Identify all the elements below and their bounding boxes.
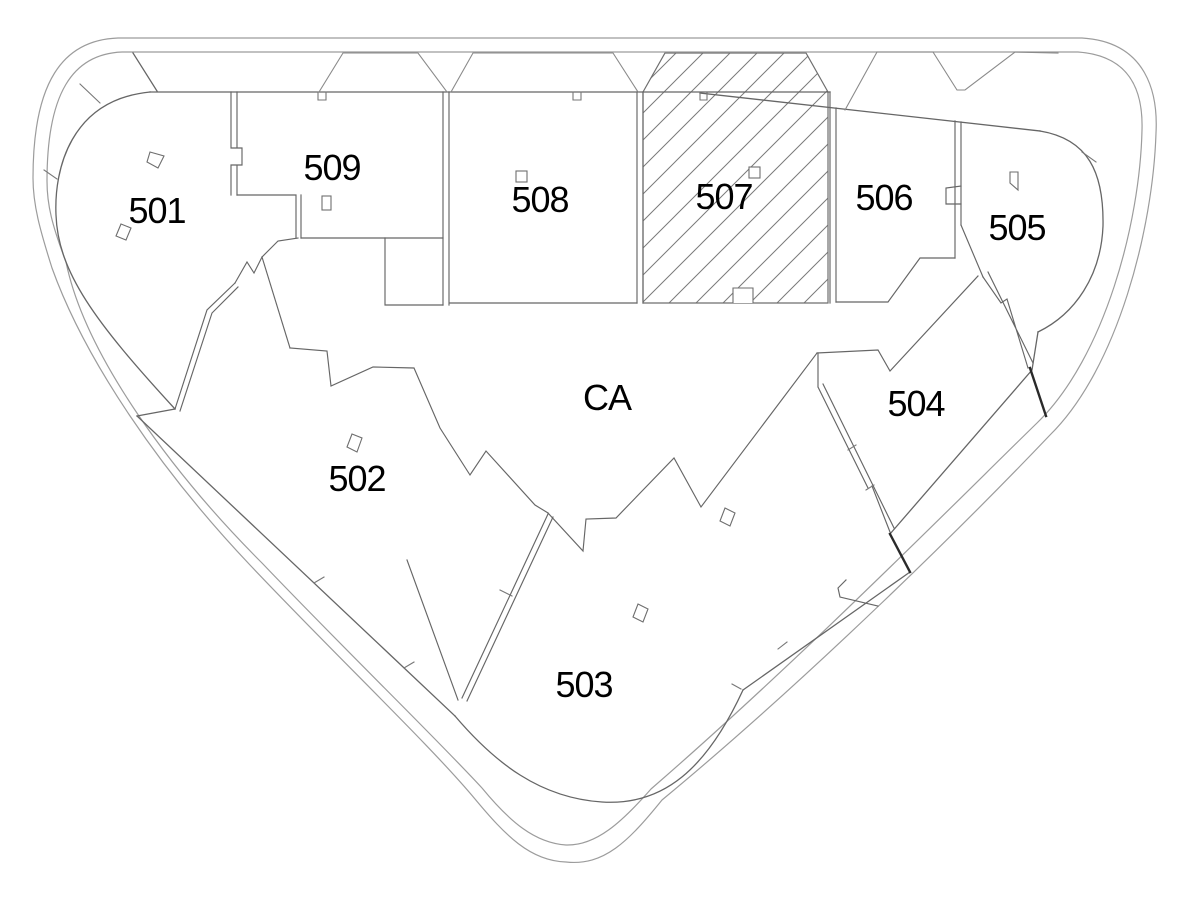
unit-label-507: 507 — [695, 176, 753, 217]
unit-label-508: 508 — [511, 179, 569, 220]
balcony-trapezoid-2 — [450, 52, 639, 93]
column-503-a — [719, 507, 736, 527]
wall-notches — [43, 83, 1097, 690]
unit-label-501: 501 — [128, 190, 186, 231]
balcony-trapezoid-3 — [844, 51, 1059, 111]
balcony-trapezoid-1 — [318, 52, 448, 93]
interior-walls — [174, 91, 1034, 702]
balcony-trapezoids — [318, 51, 1059, 111]
column-509 — [321, 195, 332, 211]
unit-perimeter-wall — [55, 52, 1104, 803]
northeast-band-wall — [742, 331, 1039, 691]
column-symbols — [115, 151, 1019, 623]
party-wall-504-505 — [1028, 366, 1048, 418]
outer-boundary-line-1 — [32, 37, 1157, 864]
column-501-b — [115, 223, 132, 241]
column-508 — [515, 170, 528, 183]
column-503-b — [632, 603, 649, 623]
unit-label-506: 506 — [855, 177, 913, 218]
roof-slant-line — [699, 92, 1041, 132]
outer-boundary — [32, 37, 1157, 864]
outer-boundary-line-2 — [46, 51, 1143, 846]
unit-label-505: 505 — [988, 207, 1046, 248]
bottom-arc-wall — [454, 689, 744, 803]
left-balcony-strip — [136, 415, 456, 717]
column-501-a — [146, 151, 165, 169]
party-wall-503-504 — [888, 532, 912, 574]
common-area-label: CA — [582, 377, 632, 418]
unit-501-curved-wall — [55, 91, 176, 410]
party-walls — [888, 366, 1048, 574]
unit-505-bulge-wall — [1037, 130, 1104, 333]
column-507 — [748, 166, 761, 179]
column-502 — [346, 433, 363, 453]
unit-label-503: 503 — [555, 664, 613, 705]
unit-label-504: 504 — [887, 383, 945, 424]
unit-label-509: 509 — [303, 147, 361, 188]
column-505 — [1009, 171, 1019, 192]
left-balcony-spur — [136, 408, 176, 417]
unit-label-502: 502 — [328, 458, 386, 499]
balcony-left-end-slant — [132, 52, 158, 92]
